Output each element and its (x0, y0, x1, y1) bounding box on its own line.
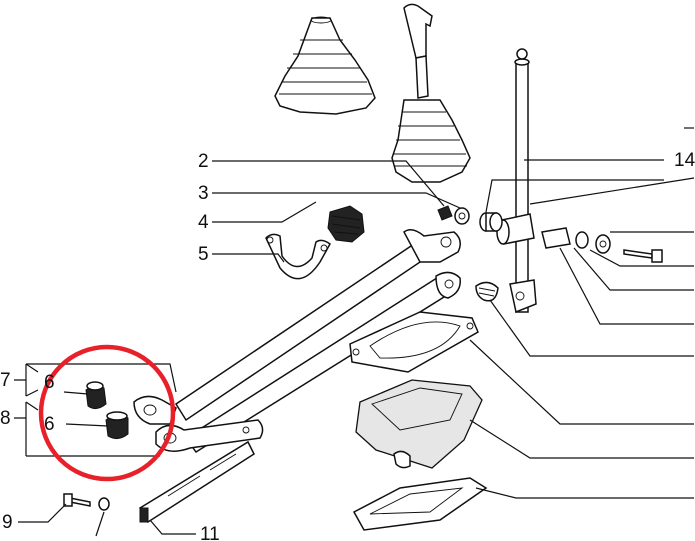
callout-9: 9 (2, 512, 13, 533)
spring-clip (327, 205, 365, 243)
nut-and-washer (437, 205, 470, 225)
linkage-rods (174, 229, 461, 454)
rubber-boot (274, 16, 376, 115)
callout-2: 2 (198, 151, 209, 172)
callout-4: 4 (198, 212, 209, 233)
lower-gasket (352, 477, 488, 531)
callout-14: 14 (674, 150, 695, 171)
rubber-bushings (85, 381, 129, 440)
highlight-circle (38, 344, 176, 482)
reaction-bracket (138, 440, 255, 524)
bushing-set (475, 212, 663, 302)
callout-6a: 6 (44, 372, 55, 393)
bolt-and-washer (63, 493, 110, 511)
callout-labels: 2 3 4 5 6 6 7 8 9 11 14 (0, 150, 695, 541)
callout-6b: 6 (44, 414, 55, 435)
callout-7: 7 (0, 370, 11, 391)
callout-3: 3 (198, 183, 209, 204)
callout-8: 8 (0, 408, 11, 429)
callout-5: 5 (198, 244, 209, 265)
gear-lever-assembly (391, 3, 471, 183)
callout-11: 11 (200, 524, 220, 541)
mounting-clamp (265, 233, 331, 280)
shift-housing (355, 379, 483, 469)
leader-lines (14, 127, 695, 537)
upper-gasket (349, 311, 479, 373)
